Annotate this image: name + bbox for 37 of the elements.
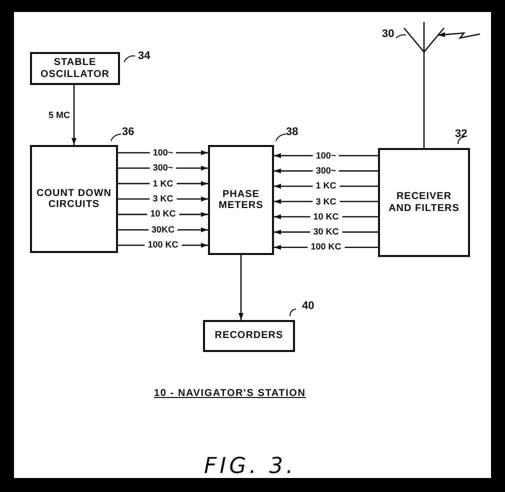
block-box [30, 145, 118, 253]
station-label: 10 - NAVIGATOR'S STATION [154, 388, 306, 399]
edge-label: 5 MC [48, 110, 70, 120]
reference-numeral: 40 [302, 300, 314, 312]
block-label: RECORDERS [214, 330, 284, 342]
figure-caption: FIG. 3. [204, 454, 296, 479]
reference-numeral: 30 [382, 28, 394, 40]
edge-label: 300~ [150, 164, 176, 173]
block-label: COUNT DOWN CIRCUITS [36, 188, 112, 210]
edge-label: 30 KC [310, 228, 342, 237]
block-box [203, 320, 295, 352]
edge-label: 30KC [148, 225, 178, 234]
signal-arrow [438, 32, 480, 39]
edge-label: 3 KC [312, 197, 340, 206]
block-label: STABLE OSCILLATOR [39, 57, 111, 80]
edge-label: 1 KC [150, 179, 176, 188]
antenna-symbol [403, 21, 445, 54]
block-label: PHASE METERS [218, 188, 264, 212]
reference-numeral: 36 [122, 126, 134, 138]
edge-label: 10 KC [310, 212, 342, 222]
block-box [208, 145, 274, 255]
block-label: RECEIVER AND FILTERS [388, 191, 460, 214]
edge-label: 100~ [312, 151, 340, 160]
block-box [378, 148, 470, 257]
reference-numeral: 32 [455, 128, 468, 140]
connector-arrow [238, 255, 244, 320]
block-box [30, 52, 120, 85]
edge-label: 10 KC [147, 210, 179, 219]
edge-label: 300~ [312, 166, 340, 176]
edge-label: 3 KC [150, 194, 176, 204]
edge-label: 100~ [150, 148, 176, 158]
edge-label: 100 KC [308, 242, 344, 252]
reference-numeral: 38 [286, 126, 298, 138]
reference-numeral: 34 [138, 50, 150, 62]
edge-label: 1 KC [312, 182, 340, 191]
edge-label: 100 KC [144, 240, 182, 250]
connector-arrow [72, 85, 76, 145]
